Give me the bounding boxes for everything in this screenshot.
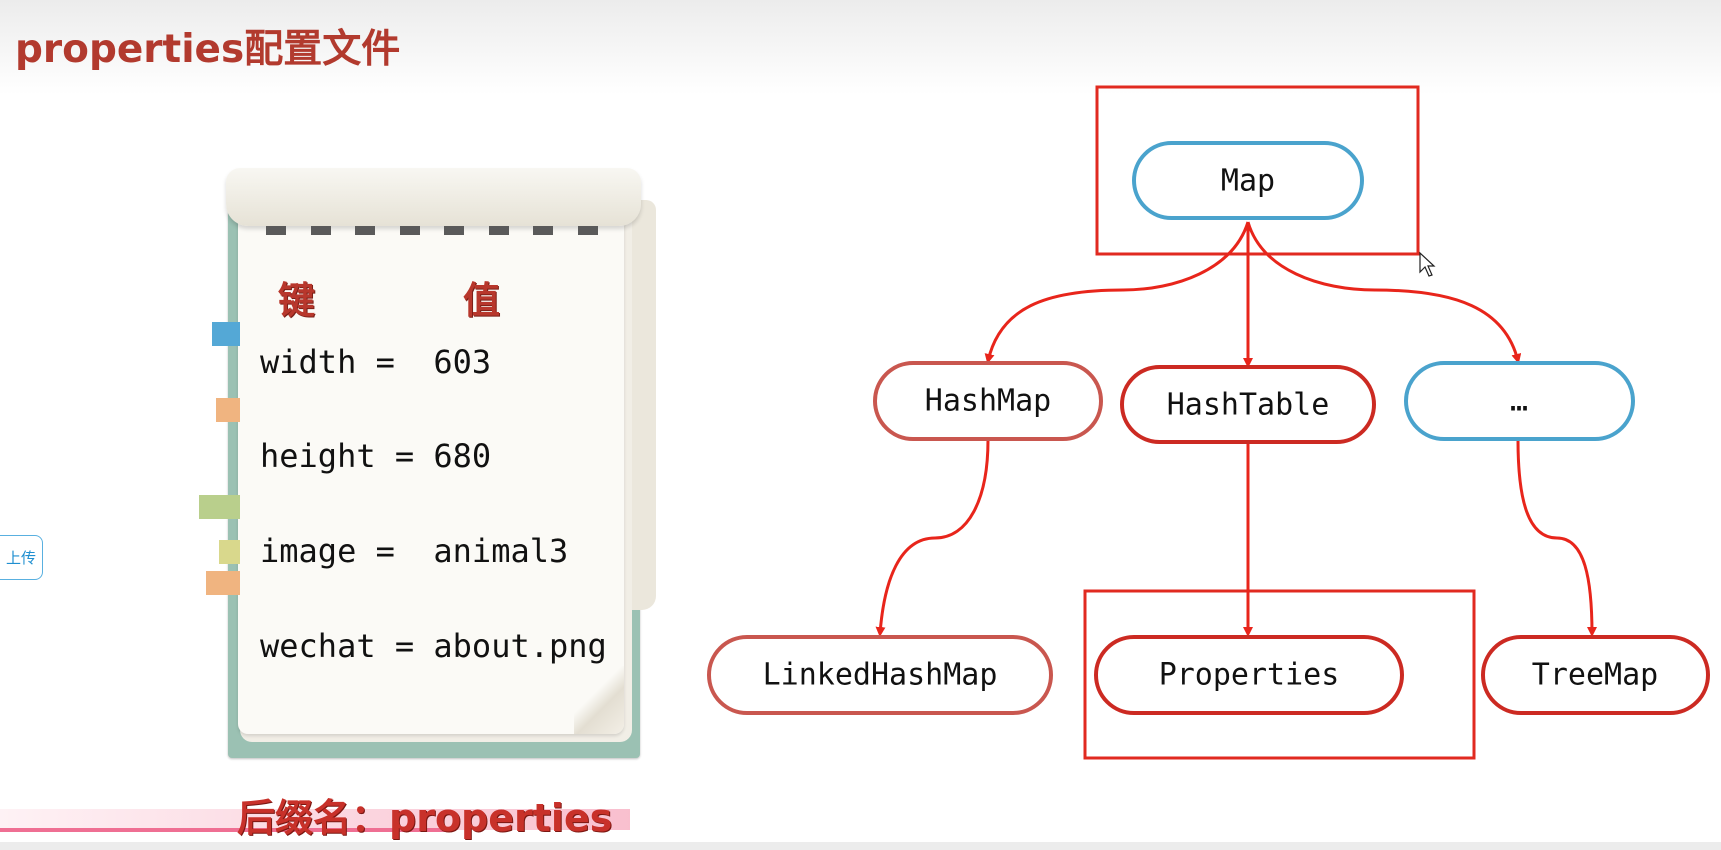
binding-hole <box>444 226 465 235</box>
bottom-bar <box>0 842 1721 850</box>
notebook-tab <box>219 540 240 564</box>
node-treemap: TreeMap <box>1481 635 1710 715</box>
map-highlight-box <box>1095 85 1420 256</box>
notebook-tab <box>216 398 240 422</box>
binding-holes <box>266 226 598 236</box>
properties-highlight-box <box>1083 589 1476 760</box>
notebook-page <box>238 212 624 734</box>
node-map-label: Map <box>1221 164 1275 199</box>
property-row-height: height = 680 <box>260 437 492 475</box>
node-hashmap-label: HashMap <box>925 384 1051 419</box>
notebook-page-edge <box>628 200 656 610</box>
arrow-ellipsis-to-treemap <box>1516 439 1597 637</box>
node-properties-label: Properties <box>1159 658 1340 693</box>
mouse-cursor-icon <box>1419 251 1436 277</box>
page-curl-corner <box>574 666 624 734</box>
binding-hole <box>399 226 420 235</box>
node-linkedhashmap-label: LinkedHashMap <box>763 658 998 693</box>
property-row-wechat: wechat = about.png <box>260 627 607 665</box>
arrow-map-to-ellipsis <box>1246 221 1522 364</box>
title-band <box>0 0 1721 95</box>
upload-button[interactable]: 上传 <box>0 535 43 580</box>
node-properties: Properties <box>1094 635 1404 715</box>
binding-hole <box>355 226 376 235</box>
node-hashtable-label: HashTable <box>1167 388 1330 423</box>
suffix-label: 后缀名：properties <box>237 796 613 840</box>
binding-hole <box>310 226 331 235</box>
binding-hole <box>266 226 286 235</box>
binding-hole <box>533 226 554 235</box>
suffix-highlight <box>0 809 630 830</box>
notebook-binding <box>226 168 641 226</box>
binding-hole <box>488 226 509 235</box>
slide-title: properties配置文件 <box>15 27 401 72</box>
property-row-image: image = animal3 <box>260 532 569 570</box>
node-hashmap: HashMap <box>873 361 1103 441</box>
arrow-hashmap-to-linkedhashmap <box>875 439 990 637</box>
node-ellipsis-label: … <box>1510 384 1528 419</box>
node-linkedhashmap: LinkedHashMap <box>707 635 1053 715</box>
node-ellipsis: … <box>1404 361 1635 441</box>
notebook-tab <box>199 495 240 519</box>
binding-hole <box>577 226 598 235</box>
notebook-tab <box>206 571 240 595</box>
node-map: Map <box>1132 141 1364 220</box>
key-header: 键 <box>278 279 315 322</box>
notebook-tab <box>212 322 240 346</box>
suffix-underline <box>0 828 450 832</box>
arrow-map-to-hashmap <box>984 221 1250 364</box>
node-hashtable: HashTable <box>1120 365 1376 444</box>
property-row-width: width = 603 <box>260 343 492 381</box>
value-header: 值 <box>463 279 500 322</box>
node-treemap-label: TreeMap <box>1532 658 1658 693</box>
